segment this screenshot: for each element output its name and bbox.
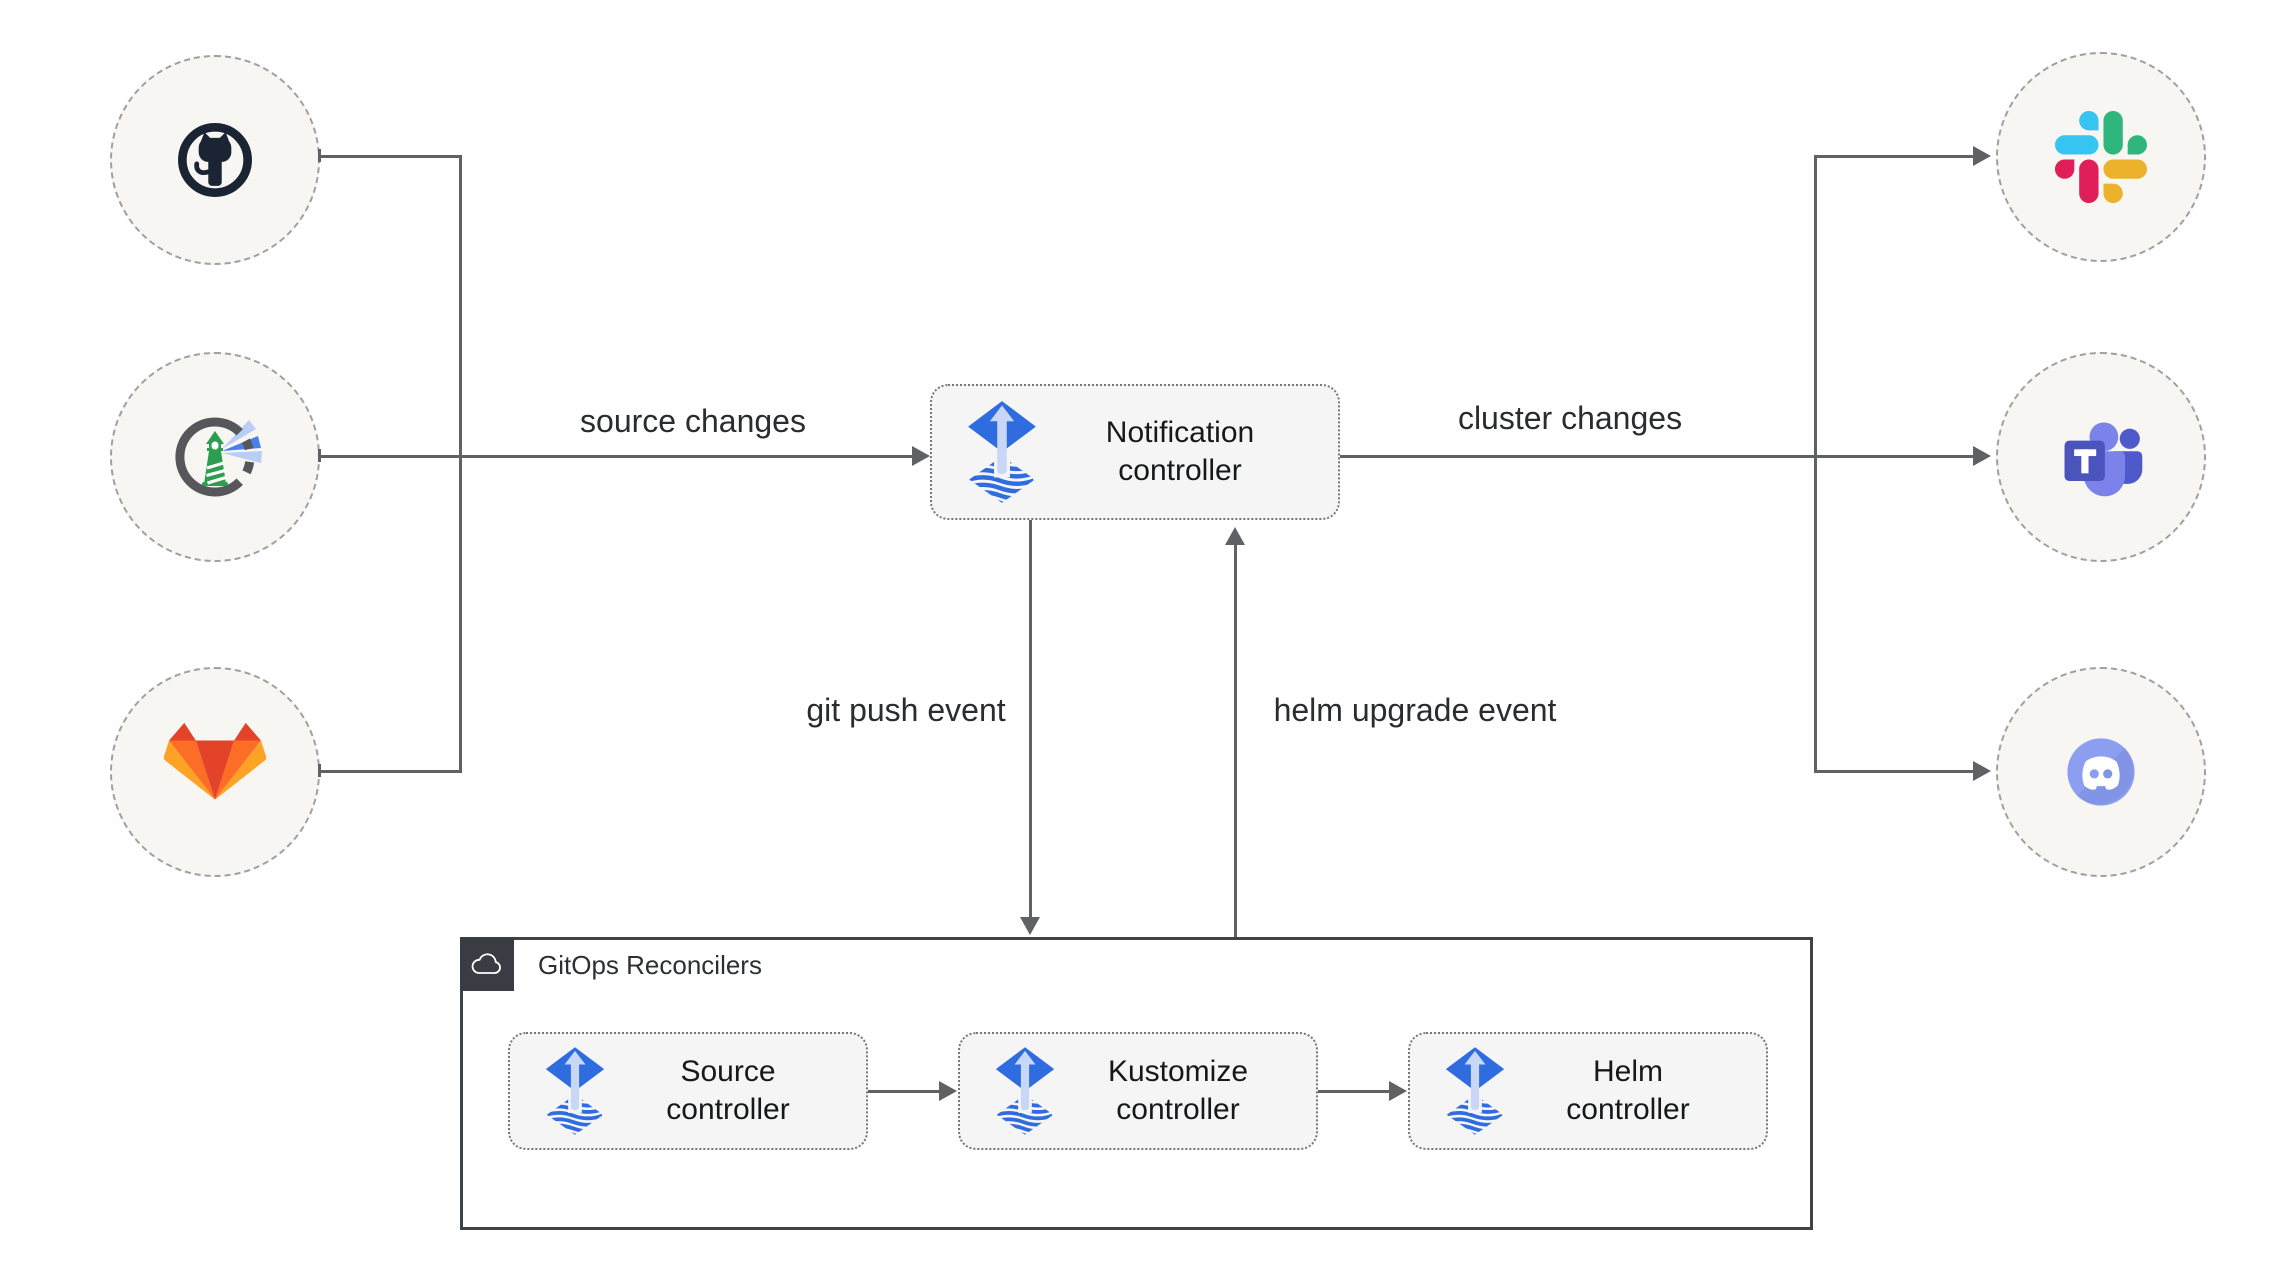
arrowhead-into-teams [1973, 446, 1991, 466]
cloud-icon [471, 953, 501, 974]
node-source-controller: Source controller [508, 1032, 868, 1150]
node-helm-controller: Helm controller [1408, 1032, 1768, 1150]
edge-label-helm-upgrade-event: helm upgrade event [1273, 692, 1557, 728]
arrowhead-into-notification-bottom [1225, 527, 1245, 545]
kustomize-controller-label: Kustomize controller [1107, 1054, 1249, 1126]
edge-label-cluster-changes: cluster changes [1457, 400, 1683, 436]
edge-left-trunk [458, 154, 462, 773]
slack-icon [2055, 111, 2147, 203]
edge-right-trunk [1813, 154, 1817, 773]
edge-github-to-trunk [321, 154, 460, 158]
edge-kustomize-to-helm [1318, 1089, 1390, 1093]
edge-helm-upgrade-event [1233, 544, 1237, 937]
edge-notification-to-trunk [1340, 454, 1816, 458]
flux-logo-icon [544, 1045, 606, 1137]
flux-logo-icon [966, 399, 1038, 505]
flux-logo-icon [1444, 1045, 1506, 1137]
node-harbor [110, 352, 320, 562]
node-slack [1996, 52, 2206, 262]
flux-logo-icon [994, 1045, 1056, 1137]
arrowhead-into-kustomize [939, 1081, 957, 1101]
edge-label-source-changes: source changes [580, 403, 806, 439]
helm-controller-label: Helm controller [1566, 1054, 1690, 1126]
notification-controller-label: Notification controller [1105, 415, 1255, 487]
arrowhead-into-notification [912, 446, 930, 466]
edge-github-tick [318, 149, 321, 162]
node-gitlab [110, 667, 320, 877]
arrowhead-into-slack [1973, 146, 1991, 166]
node-teams [1996, 352, 2206, 562]
gitlab-icon [163, 722, 267, 800]
source-controller-label: Source controller [666, 1054, 790, 1126]
arrowhead-into-reconcilers [1020, 917, 1040, 935]
edge-sources-to-notification [321, 454, 913, 458]
edge-gitlab-to-trunk [321, 769, 460, 773]
edge-harbor-tick [318, 449, 321, 462]
edge-label-git-push-event: git push event [806, 692, 1006, 728]
microsoft-teams-icon [2064, 422, 2143, 497]
edge-git-push-event [1028, 520, 1032, 919]
edge-trunk-to-teams [1816, 454, 1974, 458]
arrowhead-into-helm [1389, 1081, 1407, 1101]
harbor-lighthouse-icon [175, 417, 262, 497]
group-title: GitOps Reconcilers [538, 950, 762, 980]
node-github [110, 55, 320, 265]
node-discord [1996, 667, 2206, 877]
edge-source-to-kustomize [868, 1089, 940, 1093]
node-notification-controller: Notification controller [930, 384, 1340, 520]
edge-trunk-to-discord [1816, 769, 1974, 773]
discord-icon [2067, 738, 2135, 806]
github-icon [178, 123, 252, 197]
edge-trunk-to-slack [1816, 154, 1974, 158]
arrowhead-into-discord [1973, 761, 1991, 781]
edge-gitlab-tick [318, 764, 321, 777]
node-kustomize-controller: Kustomize controller [958, 1032, 1318, 1150]
group-header-square [460, 937, 514, 991]
